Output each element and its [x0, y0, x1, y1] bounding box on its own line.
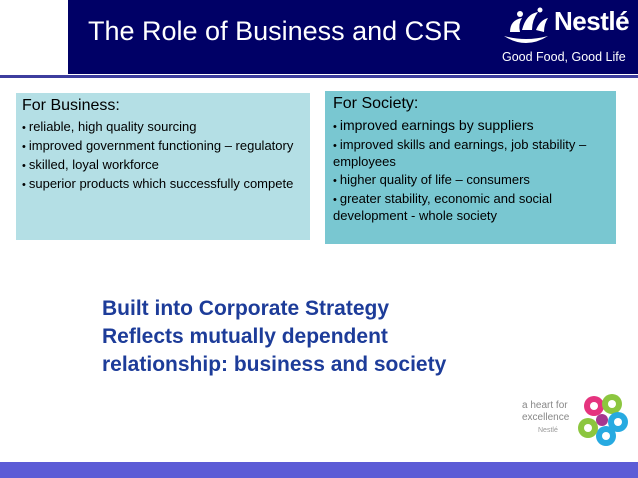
business-heading: For Business: — [22, 97, 120, 114]
badge-line: excellence — [522, 412, 570, 423]
summary-statement: Built into Corporate Strategy Reflects m… — [102, 295, 446, 379]
society-panel: For Society: •improved earnings by suppl… — [325, 91, 616, 244]
bullet-icon: • — [22, 122, 26, 134]
society-item: •improved earnings by suppliers — [333, 117, 534, 133]
bullet-icon: • — [333, 175, 337, 187]
slide-title: The Role of Business and CSR — [88, 16, 462, 46]
society-heading: For Society: — [333, 95, 419, 112]
nestle-tagline: Good Food, Good Life — [502, 50, 626, 64]
business-item: •improved government functioning – regul… — [22, 138, 294, 153]
nestle-wordmark: Nestlé — [554, 6, 630, 36]
footer-bar — [0, 462, 638, 478]
society-item: •greater stability, economic and social … — [333, 191, 553, 223]
business-item: •skilled, loyal workforce — [22, 157, 159, 172]
business-item: •reliable, high quality sourcing — [22, 119, 197, 134]
bullet-icon: • — [333, 121, 337, 133]
heart-for-excellence-logo: a heart for excellence Nestlé — [522, 394, 632, 452]
badge-line: a heart for — [522, 400, 568, 411]
badge-brand: Nestlé — [538, 427, 558, 434]
bullet-icon: • — [333, 140, 337, 152]
summary-line: relationship: business and society — [102, 353, 447, 376]
header-divider — [0, 75, 638, 78]
business-panel: For Business: •reliable, high quality so… — [16, 93, 310, 240]
title-bar — [68, 0, 496, 74]
bullet-icon: • — [22, 179, 26, 191]
summary-line: Built into Corporate Strategy — [102, 297, 390, 320]
bullet-icon: • — [333, 194, 337, 206]
nest-birds-icon — [504, 7, 548, 43]
bullet-icon: • — [22, 141, 26, 153]
business-item: •superior products which successfully co… — [22, 176, 294, 191]
society-item: •improved skills and earnings, job stabi… — [333, 137, 587, 169]
summary-line: Reflects mutually dependent — [102, 325, 388, 348]
society-item: •higher quality of life – consumers — [333, 172, 530, 187]
bullet-icon: • — [22, 160, 26, 172]
flower-icon — [578, 394, 628, 446]
